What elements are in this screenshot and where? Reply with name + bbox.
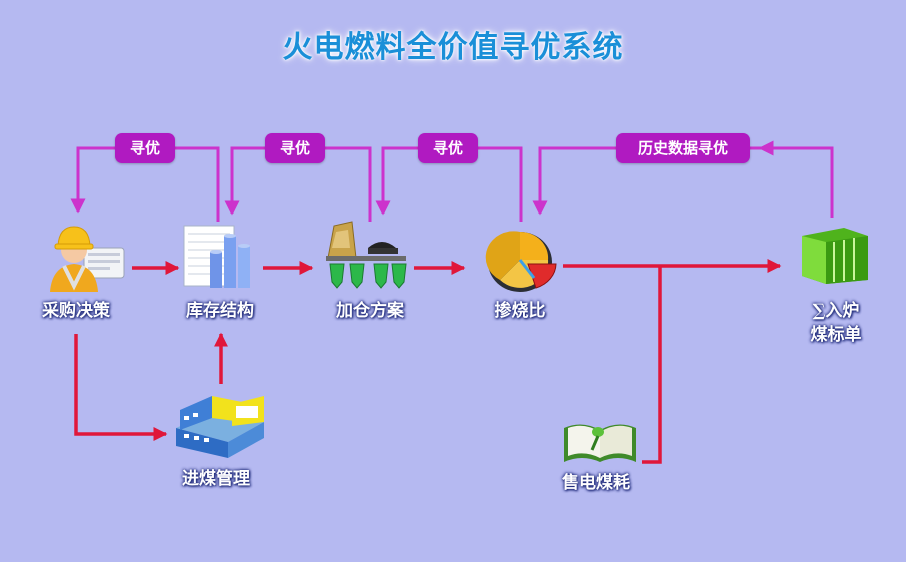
pie-chart-icon[interactable]	[484, 222, 560, 294]
inventory-chart-icon[interactable]	[182, 222, 262, 292]
flow-line-sales-to-main	[642, 266, 662, 464]
node-label-entry-coal-1: ∑入炉	[812, 301, 860, 321]
flow-arrow-procurement-intake	[74, 334, 168, 441]
page-title: 火电燃料全价值寻优系统	[282, 30, 624, 65]
optimize-pill-1[interactable]: 寻优	[115, 133, 175, 163]
bin-loading-icon[interactable]	[322, 218, 410, 292]
node-label-coal-intake: 进煤管理	[182, 469, 250, 489]
open-book-icon[interactable]	[562, 418, 638, 466]
optimize-pill-3[interactable]: 寻优	[418, 133, 478, 163]
worker-icon[interactable]	[44, 222, 128, 294]
node-label-entry-coal-2: 煤标单	[810, 325, 862, 345]
optimize-pill-history[interactable]: 历史数据寻优	[616, 133, 750, 163]
coal-books-icon[interactable]	[798, 224, 874, 286]
node-label-blending-plan: 加仓方案	[336, 301, 404, 321]
node-label-power-sales: 售电煤耗	[562, 473, 630, 493]
warehouse-icon[interactable]	[172, 388, 268, 460]
node-label-mix-ratio: 掺烧比	[494, 301, 546, 321]
node-label-inventory: 库存结构	[186, 301, 254, 321]
optimize-pill-2[interactable]: 寻优	[265, 133, 325, 163]
node-label-procurement: 采购决策	[42, 301, 110, 321]
